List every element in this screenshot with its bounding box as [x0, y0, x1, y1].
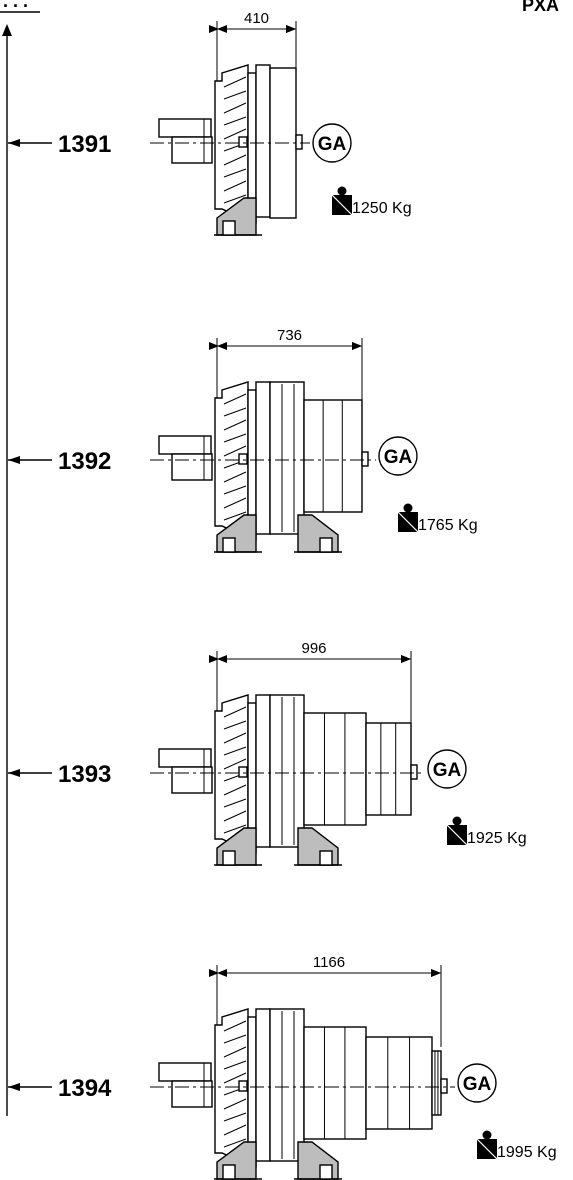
weight-label: 1765 Kg [418, 517, 478, 534]
weight-icon [331, 186, 353, 216]
weight-icon [476, 1130, 498, 1160]
dimension-label: 410 [244, 10, 269, 27]
unit-code: 1392 [58, 448, 111, 475]
arrow-left-icon [8, 1083, 20, 1091]
unit-code: 1391 [58, 131, 111, 158]
mounting-label: GA [463, 1074, 492, 1095]
output-shaft [440, 1078, 448, 1094]
dimension-label: 996 [301, 640, 326, 657]
ga-circle-icon [378, 436, 418, 476]
output-shaft [410, 764, 418, 780]
ga-circle-icon [427, 749, 467, 789]
output-shaft [295, 134, 303, 150]
gearbox-unit-1391: 410 1391 GA 1250 Kg [8, 10, 412, 236]
ga-circle-icon [457, 1063, 497, 1103]
ga-circle-icon [312, 123, 352, 163]
weight-label: 1925 Kg [467, 830, 527, 847]
output-shaft [361, 451, 369, 467]
stage-housing [365, 1036, 433, 1130]
weight-label: 1250 Kg [352, 200, 412, 217]
dimension-label: 1166 [313, 954, 345, 971]
mounting-label: GA [318, 134, 347, 155]
dimension-label: 736 [277, 327, 302, 344]
stage-housing [365, 722, 412, 816]
arrow-left-icon [8, 456, 20, 464]
stage-housing [431, 1050, 442, 1116]
weight-label: 1995 Kg [497, 1144, 557, 1161]
header-ellipsis: . . . [3, 0, 28, 11]
gearbox-unit-1393: 996 1393 GA 1925 Kg [8, 640, 527, 866]
gearbox-unit-1392: 736 1392 GA 1765 Kg [8, 327, 478, 553]
mounting-label: GA [384, 447, 413, 468]
weight-icon [446, 816, 468, 846]
unit-code: 1394 [58, 1075, 112, 1102]
unit-code: 1393 [58, 761, 111, 788]
arrow-left-icon [8, 139, 20, 147]
arrow-up-icon [2, 24, 12, 36]
mounting-label: GA [433, 760, 462, 781]
stage-housing [303, 1026, 367, 1140]
gearbox-unit-1394: 1166 1394 GA 1995 Kg [8, 954, 557, 1180]
weight-icon [397, 503, 419, 533]
arrow-left-icon [8, 769, 20, 777]
header-code: PXA [522, 0, 559, 15]
stage-housing [303, 399, 363, 513]
stage-housing [303, 712, 367, 826]
